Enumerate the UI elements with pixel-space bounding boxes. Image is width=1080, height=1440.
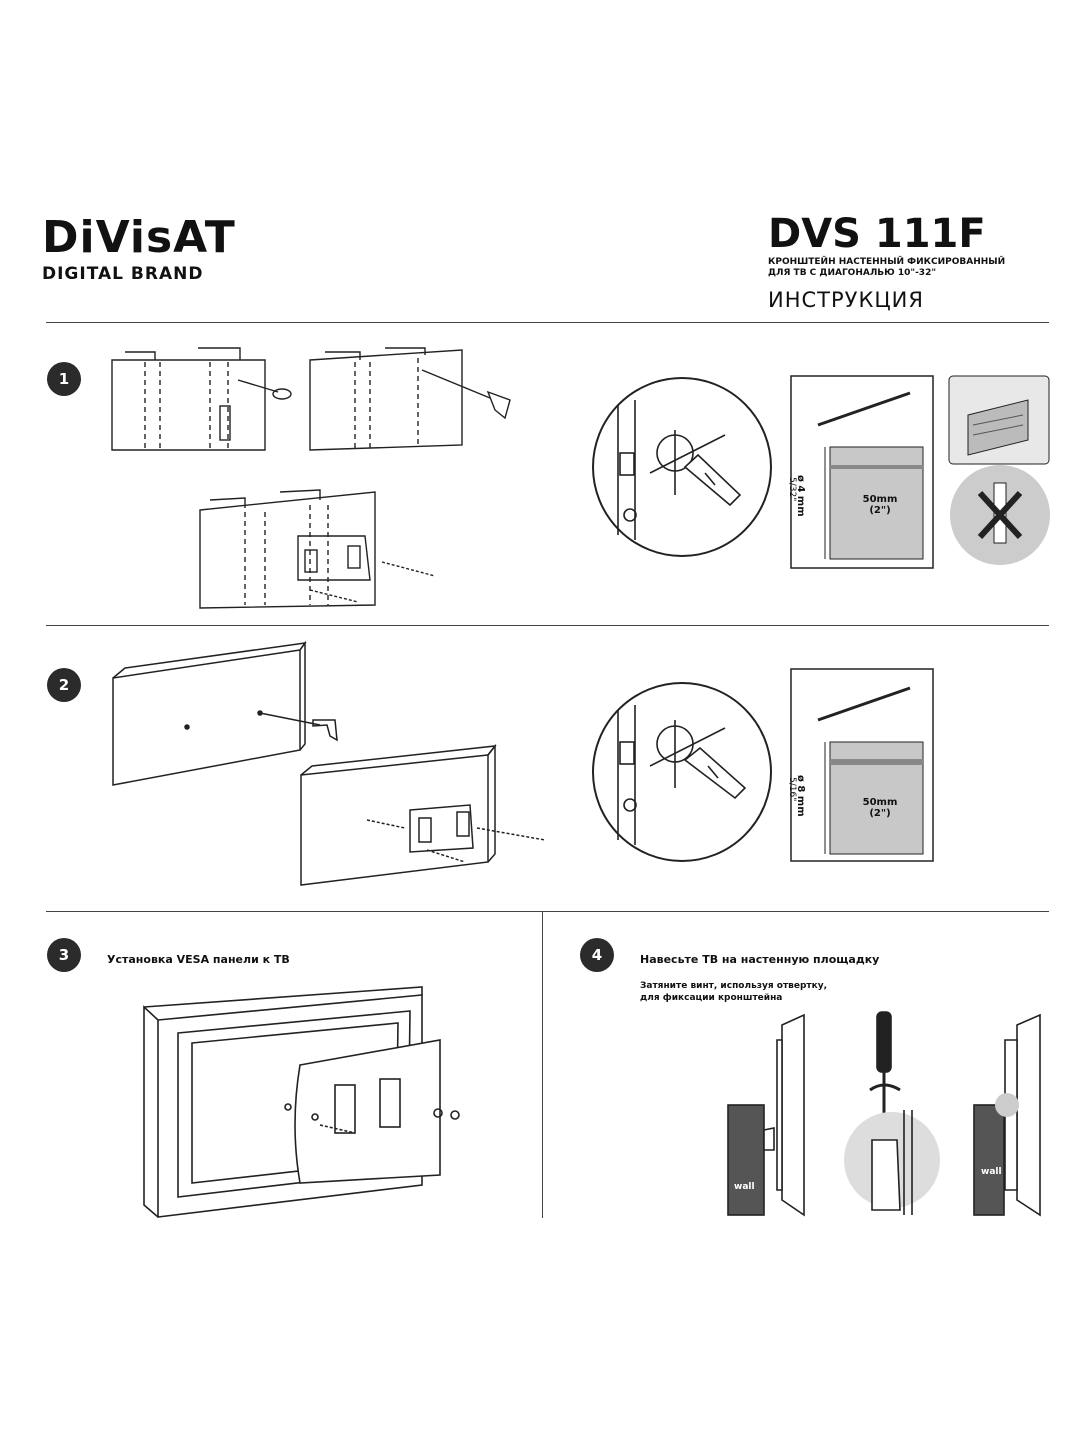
step-3-caption: Установка VESA панели к ТВ (107, 953, 290, 966)
brand-logo: DiVisAT DIGITAL BRAND (42, 212, 242, 285)
note-line-2: для фиксации кронштейна (640, 993, 783, 1003)
step-2-drill-spec (790, 668, 934, 862)
step-4-caption: Навесьте ТВ на настенную площадку (640, 953, 880, 966)
drill-inch-2: 5/16" (787, 777, 797, 802)
step-1-wall-illustration (111, 347, 511, 609)
drill-depth-1: 50mm (2") (862, 494, 898, 516)
step-3-vesa-illustration (143, 986, 460, 1218)
step-2-tv-illustration (112, 640, 546, 886)
step-badge-4: 4 (580, 938, 614, 972)
step-badge-1: 1 (47, 362, 81, 396)
drill-inch-1: 5/32" (787, 477, 797, 502)
step-1-wall-type-icons (948, 375, 1050, 565)
product-description: КРОНШТЕЙН НАСТЕННЫЙ ФИКСИРОВАННЫЙ ДЛЯ ТВ… (768, 257, 1058, 279)
description-line-1: КРОНШТЕЙН НАСТЕННЫЙ ФИКСИРОВАННЫЙ (768, 257, 1006, 267)
description-line-2: ДЛЯ ТВ С ДИАГОНАЛЬЮ 10"-32" (768, 268, 937, 278)
divider-top (46, 322, 1049, 323)
model-title: DVS 111F (768, 211, 986, 257)
doc-type: ИНСТРУКЦИЯ (768, 288, 924, 312)
divider-step2 (46, 911, 1049, 912)
divider-vertical (542, 912, 543, 1218)
step-1-drill-spec (790, 375, 934, 569)
step-4-note: Затяните винт, используя отвертку, для ф… (640, 980, 827, 1004)
step-4-hang-illustration (727, 1011, 1041, 1217)
wall-label-right: wall (981, 1167, 1002, 1177)
logo-tagline: DIGITAL BRAND (42, 264, 204, 284)
note-line-1: Затяните винт, используя отвертку, (640, 981, 828, 991)
step-badge-2: 2 (47, 668, 81, 702)
step-badge-3: 3 (47, 938, 81, 972)
wall-label-left: wall (734, 1182, 755, 1192)
step-1-detail-circle (592, 377, 772, 557)
divider-step1 (46, 625, 1049, 626)
drill-depth-2: 50mm (2") (862, 797, 898, 819)
logo-text: DiVisAT (42, 212, 236, 263)
step-2-detail-circle (592, 682, 772, 862)
